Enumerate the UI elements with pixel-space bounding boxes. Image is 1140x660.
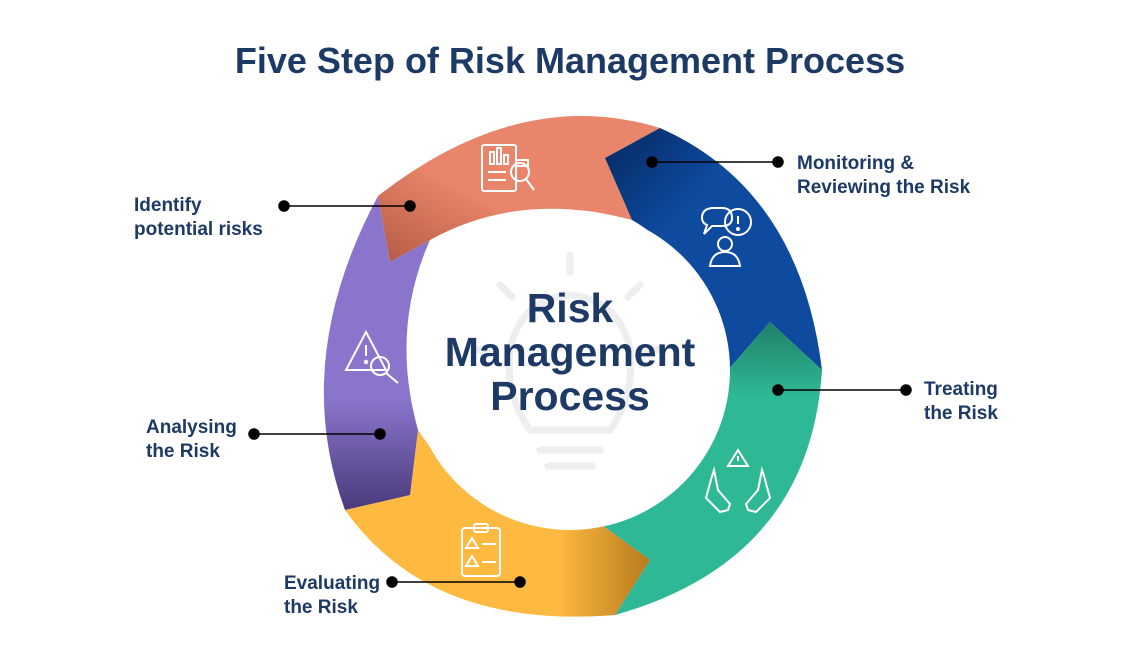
hands-alert-icon	[704, 448, 772, 514]
report-magnifier-icon	[481, 144, 535, 192]
segment-evaluating	[345, 430, 650, 617]
leader-analysing	[248, 428, 386, 440]
segment-monitoring	[605, 128, 822, 370]
center-line-1: Risk	[526, 285, 614, 331]
step-label-monitoring: Monitoring & Reviewing the Risk	[797, 152, 970, 200]
lightbulb-watermark-icon	[474, 251, 666, 470]
step-label-line: potential risks	[134, 219, 263, 240]
leader-evaluating	[386, 576, 526, 588]
leader-monitoring	[646, 156, 784, 168]
center-title: Risk Management Process	[410, 286, 730, 418]
segment-identify	[378, 115, 660, 263]
step-label-line: the Risk	[284, 597, 358, 618]
center-line-3: Process	[490, 373, 650, 419]
center-line-2: Management	[444, 329, 696, 375]
step-label-evaluating: Evaluating the Risk	[284, 572, 380, 620]
step-label-line: the Risk	[924, 403, 998, 424]
step-label-line: Monitoring &	[797, 153, 915, 174]
clipboard-alert-icon	[461, 523, 501, 577]
step-label-identify: Identify potential risks	[134, 194, 263, 242]
step-label-line: Identify	[134, 195, 202, 216]
center-circle	[410, 210, 730, 530]
discussion-alert-icon	[700, 207, 752, 267]
segment-treating	[595, 322, 822, 615]
step-label-line: Evaluating	[284, 573, 381, 594]
leader-treating	[772, 384, 912, 396]
step-label-treating: Treating the Risk	[924, 378, 998, 426]
ring	[323, 115, 822, 617]
step-label-line: Reviewing the Risk	[797, 177, 971, 198]
warning-search-icon	[344, 329, 399, 384]
page-title: Five Step of Risk Management Process	[234, 40, 906, 81]
step-label-line: the Risk	[146, 441, 220, 462]
step-label-line: Treating	[924, 379, 998, 400]
leader-identify	[278, 200, 416, 212]
step-label-analysing: Analysing the Risk	[146, 416, 237, 464]
step-label-line: Analysing	[146, 417, 237, 438]
